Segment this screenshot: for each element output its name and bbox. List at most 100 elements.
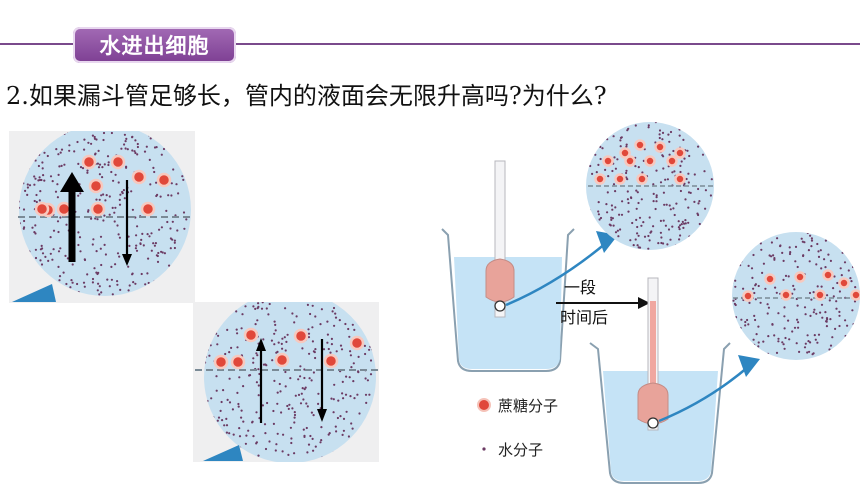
water-molecule (643, 235, 647, 238)
water-molecule (640, 198, 643, 201)
water-molecule (210, 307, 213, 310)
water-molecule (57, 250, 61, 253)
water-molecule (366, 450, 369, 453)
water-molecule (312, 291, 314, 293)
water-molecule (825, 325, 828, 328)
water-molecule (589, 215, 592, 218)
water-molecule (19, 200, 21, 203)
water-molecule (134, 151, 137, 155)
sucrose-molecule (619, 147, 631, 159)
water-molecule (185, 218, 188, 221)
water-molecule (139, 242, 142, 245)
water-molecule (678, 134, 681, 137)
water-molecule (293, 452, 296, 455)
water-molecule (648, 239, 651, 242)
water-molecule (803, 306, 807, 309)
water-molecule (335, 291, 337, 293)
water-molecule (330, 337, 333, 340)
water-molecule (751, 244, 754, 247)
water-molecule (761, 271, 764, 274)
water-molecule (693, 173, 696, 176)
water-molecule (372, 343, 375, 346)
water-molecule (740, 318, 743, 321)
water-molecule (712, 232, 714, 235)
water-molecule (22, 159, 25, 162)
water-molecule (698, 222, 701, 226)
water-molecule (83, 138, 86, 141)
water-molecule (660, 236, 663, 239)
water-molecule (165, 209, 168, 212)
water-molecule (222, 389, 225, 392)
water-molecule (34, 248, 38, 251)
water-molecule (236, 332, 239, 335)
water-molecule (365, 418, 368, 421)
water-molecule (689, 191, 692, 194)
water-molecule (19, 291, 21, 294)
water-molecule (345, 410, 348, 413)
water-molecule (281, 337, 284, 340)
water-molecule (35, 281, 38, 284)
water-molecule (85, 128, 87, 130)
water-molecule (810, 245, 813, 248)
water-molecule (302, 296, 304, 298)
water-molecule (264, 432, 267, 435)
water-molecule (97, 271, 100, 274)
water-molecule (46, 123, 48, 125)
water-molecule (71, 281, 74, 284)
water-molecule (688, 235, 691, 238)
water-molecule (363, 320, 366, 323)
water-molecule (57, 265, 60, 268)
water-molecule (23, 266, 26, 269)
water-molecule (641, 171, 644, 174)
water-molecule (795, 342, 798, 345)
water-molecule (63, 163, 66, 166)
time-label: 一段 时间后 (556, 278, 650, 327)
water-molecule (123, 133, 126, 136)
water-molecule (679, 224, 682, 227)
water-molecule (38, 199, 41, 202)
water-molecule (777, 312, 780, 315)
water-molecule (111, 206, 114, 209)
water-molecule (27, 167, 30, 170)
water-molecule (317, 402, 320, 405)
water-molecule (221, 431, 224, 434)
water-molecule (599, 157, 602, 161)
water-molecule (280, 342, 283, 345)
water-molecule (136, 225, 139, 228)
water-molecule (688, 154, 691, 158)
water-molecule (118, 198, 121, 201)
water-molecule (290, 437, 293, 440)
water-molecule (95, 250, 98, 253)
water-molecule (658, 133, 661, 136)
water-molecule (264, 363, 267, 366)
water-molecule (611, 169, 614, 173)
water-molecule (43, 179, 46, 182)
water-molecule (94, 153, 97, 156)
water-molecule (286, 404, 289, 408)
water-molecule (618, 243, 621, 246)
water-molecule (299, 375, 302, 378)
sucrose-molecule (654, 141, 666, 153)
water-molecule (311, 304, 314, 307)
water-molecule (271, 359, 274, 362)
water-molecule (162, 287, 165, 290)
water-molecule (782, 278, 785, 281)
water-molecule (37, 179, 40, 182)
water-molecule (90, 142, 93, 145)
water-molecule (697, 234, 700, 237)
water-molecule (177, 270, 180, 274)
water-molecule (172, 140, 175, 144)
water-molecule (225, 417, 228, 420)
water-molecule (34, 177, 37, 180)
water-molecule (215, 293, 217, 295)
water-molecule (834, 327, 837, 330)
water-molecule (758, 356, 761, 359)
water-molecule (257, 454, 260, 457)
water-molecule (610, 218, 613, 221)
water-molecule (597, 213, 600, 216)
sucrose-molecule (602, 155, 614, 167)
water-molecule (636, 244, 639, 247)
water-molecule (636, 232, 639, 235)
water-molecule (214, 323, 217, 326)
water-molecule (31, 274, 34, 277)
